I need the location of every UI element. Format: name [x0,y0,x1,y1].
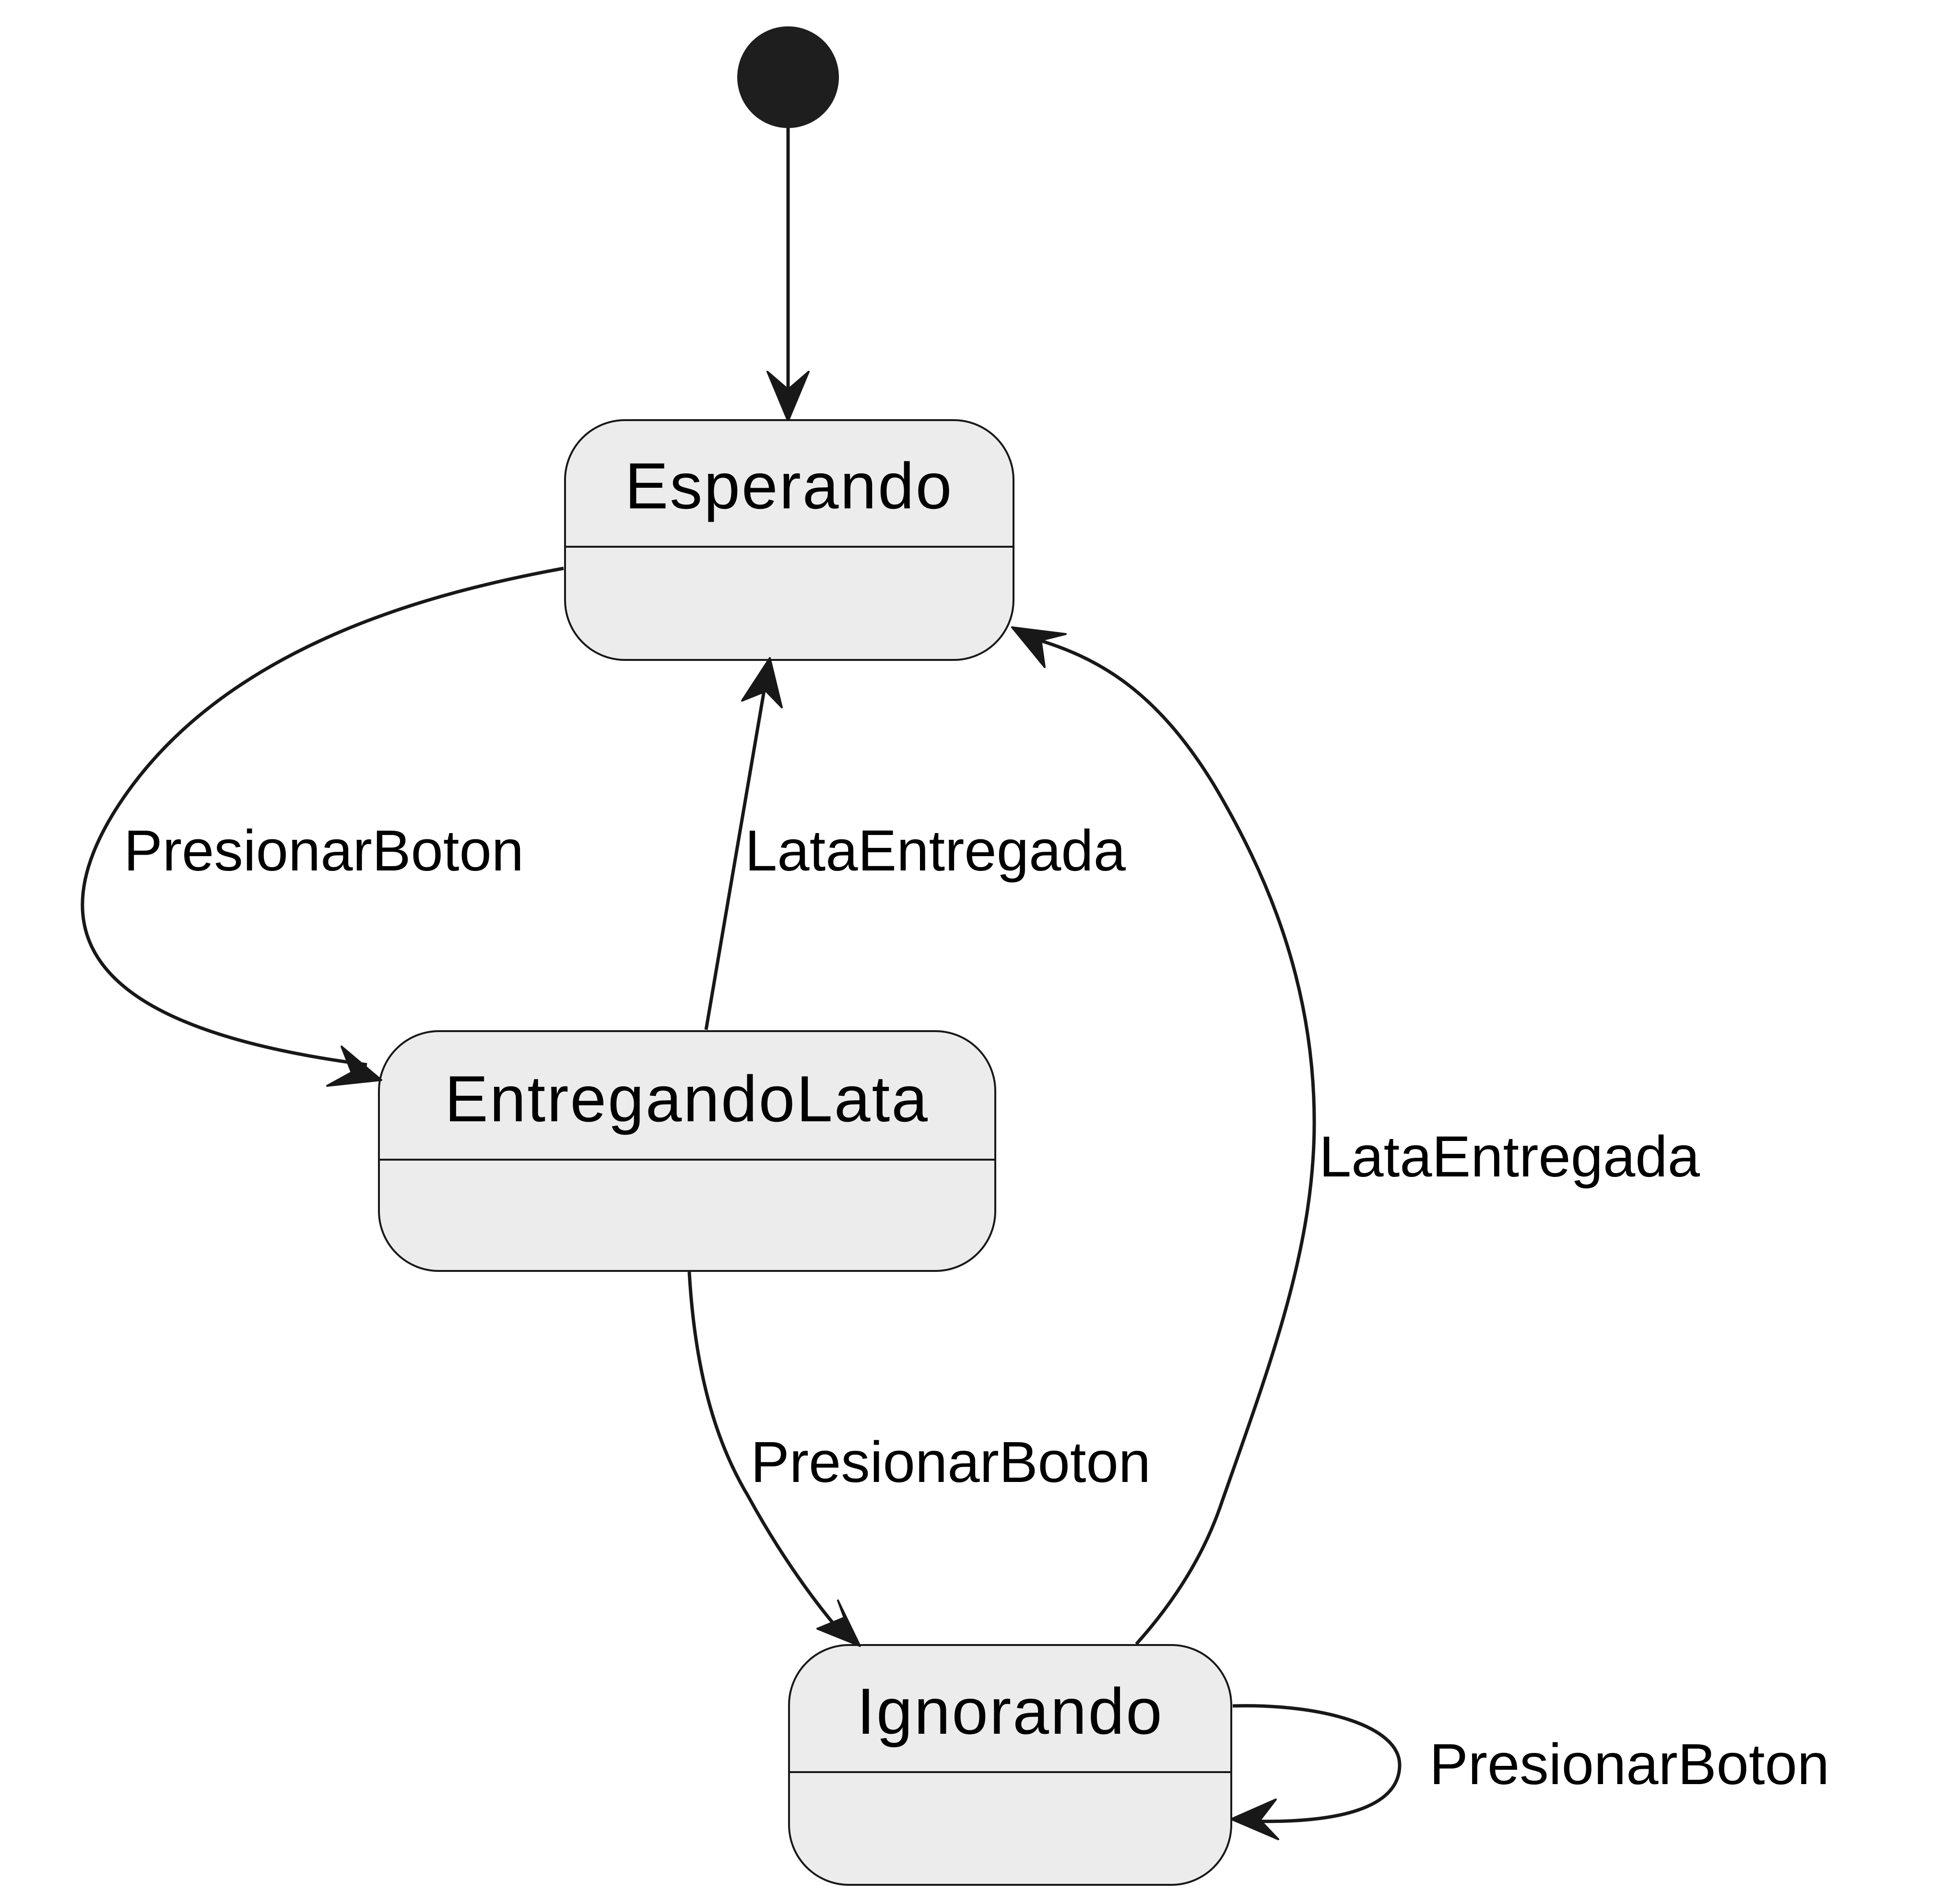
transition-initial-to-esperando [766,128,810,422]
state-ignorando[interactable]: Ignorando [788,1644,1232,1886]
transition-entregando-lata-to-ignorando: PresionarBoton [687,1271,1151,1647]
state-label-esperando: Esperando [625,449,954,522]
transition-ignorando-to-esperando: LataEntregada [1011,626,1700,1645]
initial-state-node [737,26,839,128]
transition-label-lata-entregada-1: LataEntregada [745,818,1126,883]
transition-label-presionar-boton-2: PresionarBoton [751,1429,1151,1494]
transition-entregando-lata-to-esperando: LataEntregada [704,657,1126,1030]
state-esperando[interactable]: Esperando [564,419,1014,661]
state-label-entregando-lata: EntregandoLata [445,1062,929,1135]
transition-ignorando-self-loop: PresionarBoton [1230,1704,1829,1840]
transition-label-lata-entregada-2: LataEntregada [1319,1124,1700,1189]
transition-label-presionar-boton-3: PresionarBoton [1429,1731,1829,1797]
state-entregando-lata[interactable]: EntregandoLata [378,1030,996,1272]
transition-esperando-to-entregando-lata: PresionarBoton [81,566,564,1087]
state-label-ignorando: Ignorando [857,1675,1164,1748]
transition-label-presionar-boton-1: PresionarBoton [124,818,524,883]
